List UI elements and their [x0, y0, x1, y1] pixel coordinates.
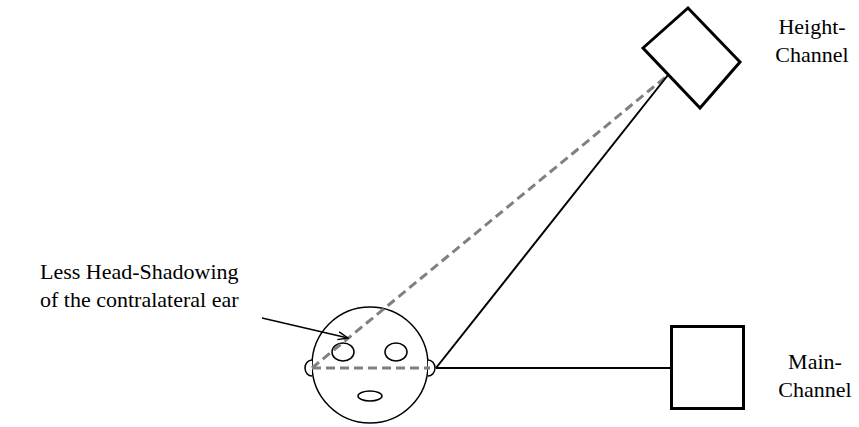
- eye: [332, 343, 354, 361]
- channel-label: Main- Channel: [775, 348, 855, 403]
- contralateral-path: [312, 367, 430, 370]
- speaker-outline: [640, 5, 744, 111]
- speaker-outline: [643, 8, 740, 108]
- channel-label: Height- Channel: [768, 13, 856, 68]
- mouth: [358, 391, 382, 401]
- head-circle: [312, 307, 428, 423]
- eye: [385, 343, 407, 361]
- leader-arrow: [262, 318, 348, 338]
- speaker-box: Height- Channel: [640, 5, 744, 111]
- callout-note: Less Head-Shadowing of the contralateral…: [40, 258, 252, 313]
- ipsilateral-path: [436, 367, 670, 369]
- ipsilateral-path: [436, 75, 668, 368]
- left-ear: [305, 360, 312, 376]
- contralateral-path: [312, 75, 668, 368]
- speaker-box: Main- Channel: [670, 325, 745, 410]
